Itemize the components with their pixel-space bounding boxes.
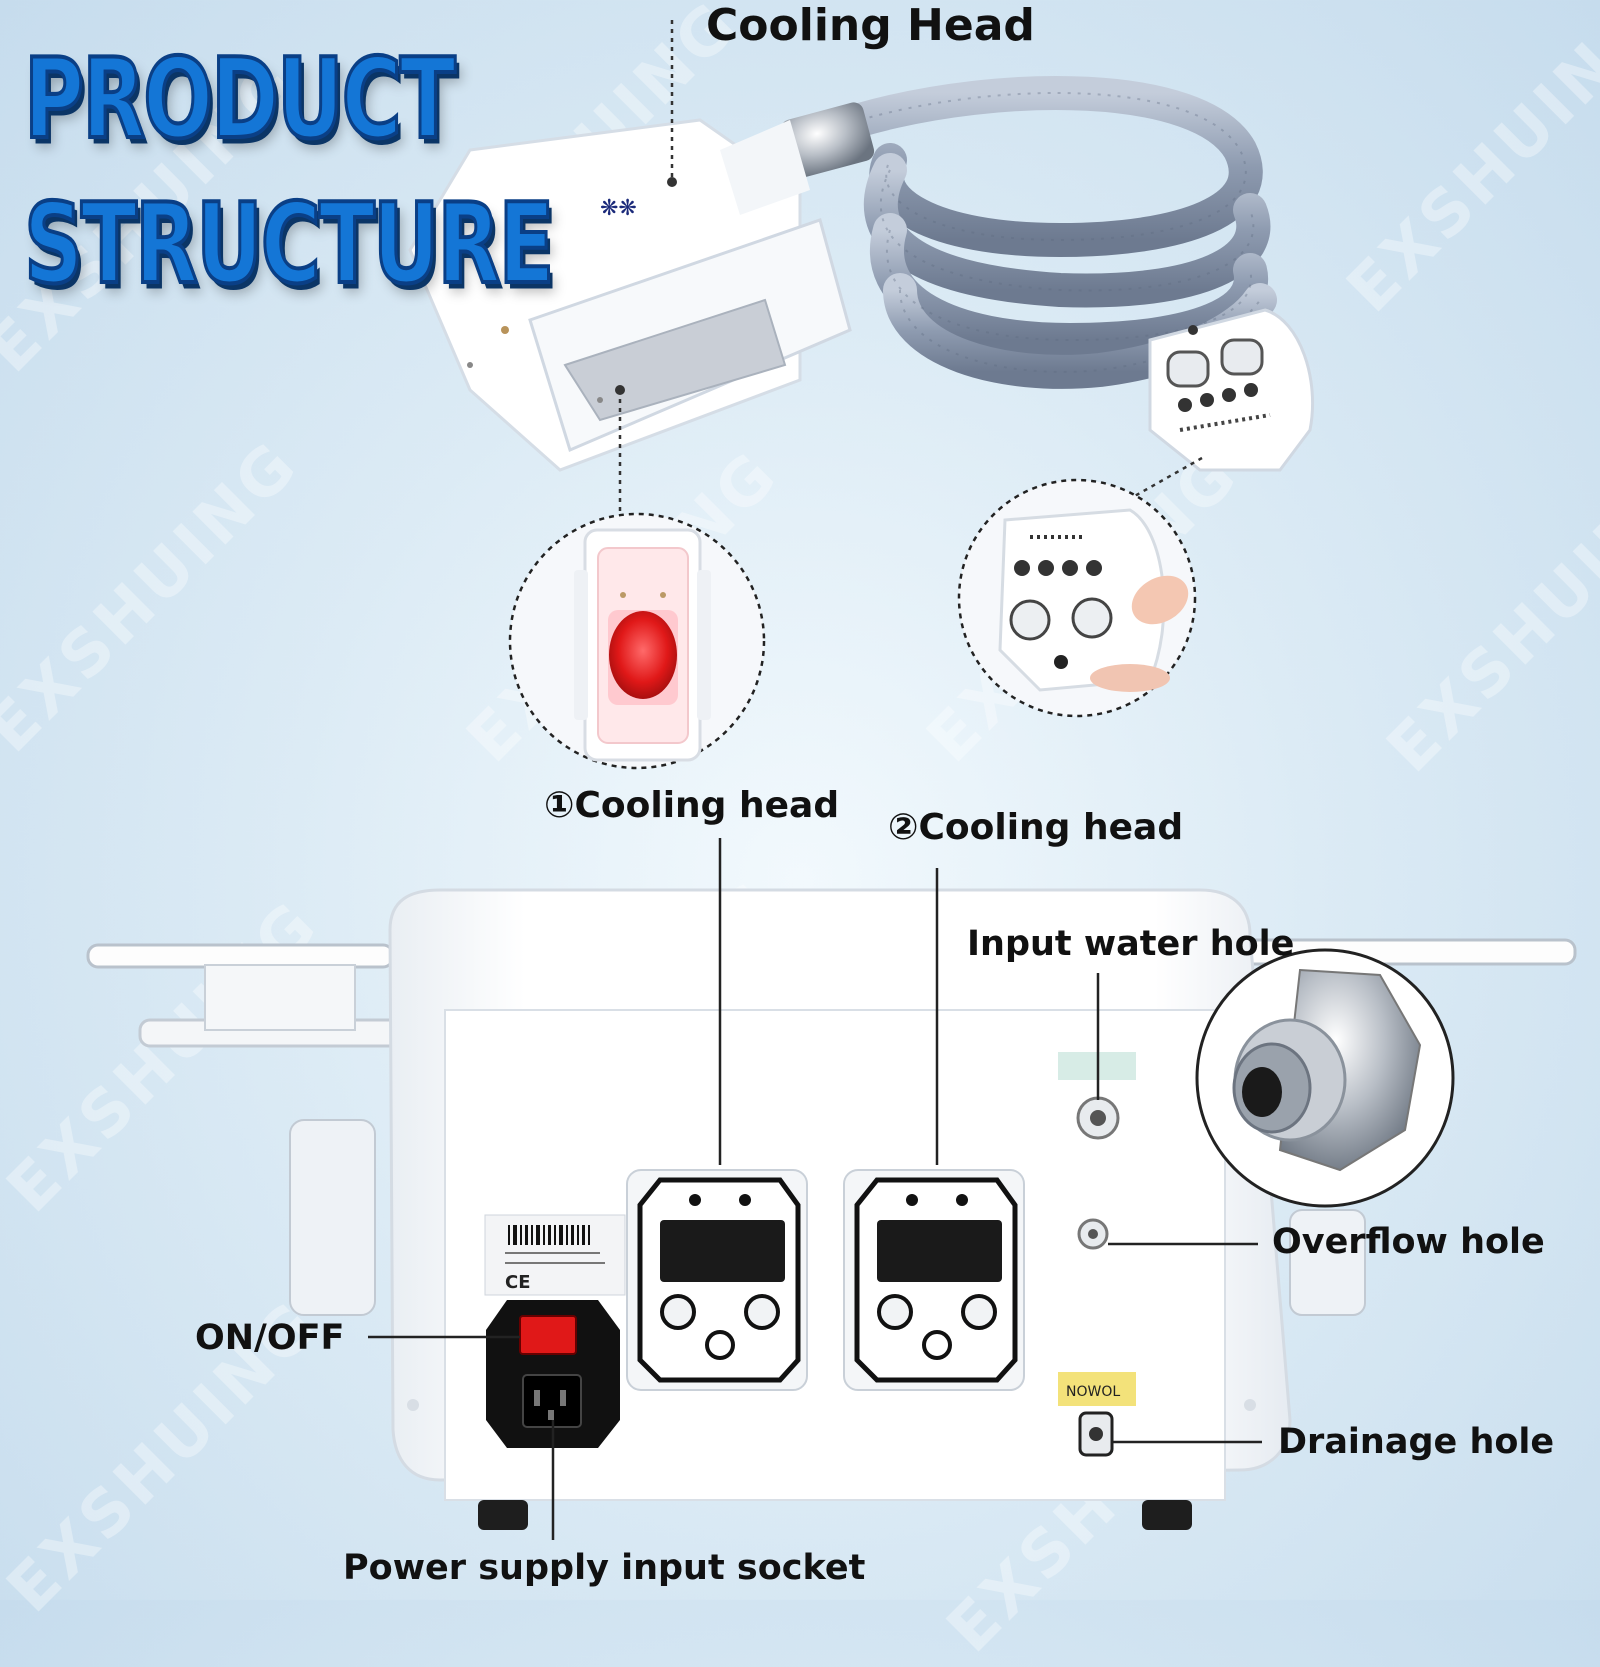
hose-connector: [780, 102, 875, 178]
label-overflow-hole: Overflow hole: [1272, 1222, 1545, 1262]
detail-circle-control-panel: [957, 478, 1197, 718]
power-switch: [519, 1315, 577, 1355]
drain-sticker-text: NOWOL: [1066, 1384, 1120, 1400]
label-power-supply-socket: Power supply input socket: [343, 1548, 866, 1588]
detail-circle-water-fitting: [1195, 948, 1455, 1208]
hose-ribs: [859, 91, 1261, 373]
page-title-line-2: STRUCTURE: [23, 180, 557, 309]
label-cooling-head-2: ②Cooling head: [888, 807, 1184, 848]
svg-text:❋❋: ❋❋: [600, 196, 637, 221]
label-on-off: ON/OFF: [195, 1318, 345, 1358]
connector-port-2: [843, 1169, 1025, 1391]
rating-label: [484, 1214, 626, 1296]
product-illustration: ❋❋: [86, 20, 1577, 1540]
label-cooling-head-top: Cooling Head: [706, 0, 1035, 51]
leader-lines-bottom: [368, 838, 1262, 1540]
connector-port-1: [626, 1169, 808, 1391]
page-title-line-1: PRODUCT: [23, 35, 458, 164]
detail-circle-cooling-plate: [508, 512, 766, 770]
label-cooling-head-1: ①Cooling head: [544, 785, 840, 826]
handpiece-control-panel: [1148, 308, 1315, 472]
drainage-sticker: [1058, 1372, 1136, 1406]
label-drainage-hole: Drainage hole: [1278, 1422, 1555, 1462]
ce-mark: CE: [505, 1272, 531, 1293]
label-input-water-hole: Input water hole: [967, 924, 1295, 964]
